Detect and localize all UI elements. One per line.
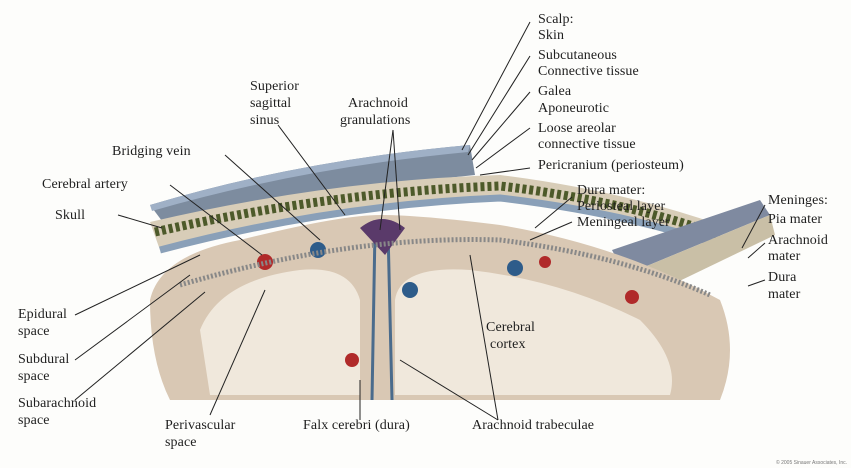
vein-1	[310, 242, 326, 258]
label-meningeal-layer: Meningeal layer	[577, 215, 670, 231]
label-superior-sagittal-sinus-1: Superior	[250, 79, 299, 95]
label-bridging-vein: Bridging vein	[112, 144, 191, 160]
label-epidural-space-1: Epidural	[18, 307, 67, 323]
vein-3	[507, 260, 523, 276]
label-pia-mater: Pia mater	[768, 212, 822, 228]
label-dura-mater-right-2: mater	[768, 287, 800, 303]
label-arachnoid-mater-1: Arachnoid	[768, 233, 828, 249]
label-arachnoid-trabeculae: Arachnoid trabeculae	[472, 418, 594, 434]
label-subdural-space-2: space	[18, 369, 50, 385]
artery-3	[539, 256, 551, 268]
vein-2	[402, 282, 418, 298]
label-connective-tissue: Connective tissue	[538, 64, 639, 80]
label-arachnoid-granulations-1: Arachnoid	[348, 96, 408, 112]
label-cerebral-cortex-1: Cerebral	[486, 320, 535, 336]
label-loose-areolar-2: connective tissue	[538, 137, 636, 153]
label-arachnoid-mater-2: mater	[768, 249, 800, 265]
label-arachnoid-granulations-2: granulations	[340, 113, 410, 129]
label-subdural-space-1: Subdural	[18, 352, 69, 368]
label-subarachnoid-space-1: Subarachnoid	[18, 396, 96, 412]
label-superior-sagittal-sinus-3: sinus	[250, 113, 279, 129]
label-epidural-space-2: space	[18, 324, 50, 340]
label-periosteal-layer: Periosteal layer	[577, 199, 665, 215]
label-galea: Galea	[538, 84, 571, 100]
label-scalp: Scalp:	[538, 12, 574, 28]
label-dura-mater: Dura mater:	[577, 183, 645, 199]
label-skin: Skin	[538, 28, 564, 44]
copyright-text: © 2005 Sinauer Associates, Inc.	[776, 460, 847, 466]
label-meninges: Meninges:	[768, 193, 828, 209]
label-pericranium: Pericranium (periosteum)	[538, 158, 684, 174]
label-skull: Skull	[55, 208, 85, 224]
label-aponeurotic: Aponeurotic	[538, 101, 609, 117]
label-loose-areolar: Loose areolar	[538, 121, 616, 137]
label-superior-sagittal-sinus-2: sagittal	[250, 96, 291, 112]
artery-2	[345, 353, 359, 367]
label-cerebral-artery: Cerebral artery	[42, 177, 128, 193]
label-dura-mater-right-1: Dura	[768, 270, 796, 286]
label-subcutaneous: Subcutaneous	[538, 48, 617, 64]
label-falx-cerebri: Falx cerebri (dura)	[303, 418, 410, 434]
label-perivascular-space-1: Perivascular	[165, 418, 235, 434]
label-perivascular-space-2: space	[165, 435, 197, 451]
label-subarachnoid-space-2: space	[18, 413, 50, 429]
label-cerebral-cortex-2: cortex	[490, 337, 526, 353]
artery-4	[625, 290, 639, 304]
